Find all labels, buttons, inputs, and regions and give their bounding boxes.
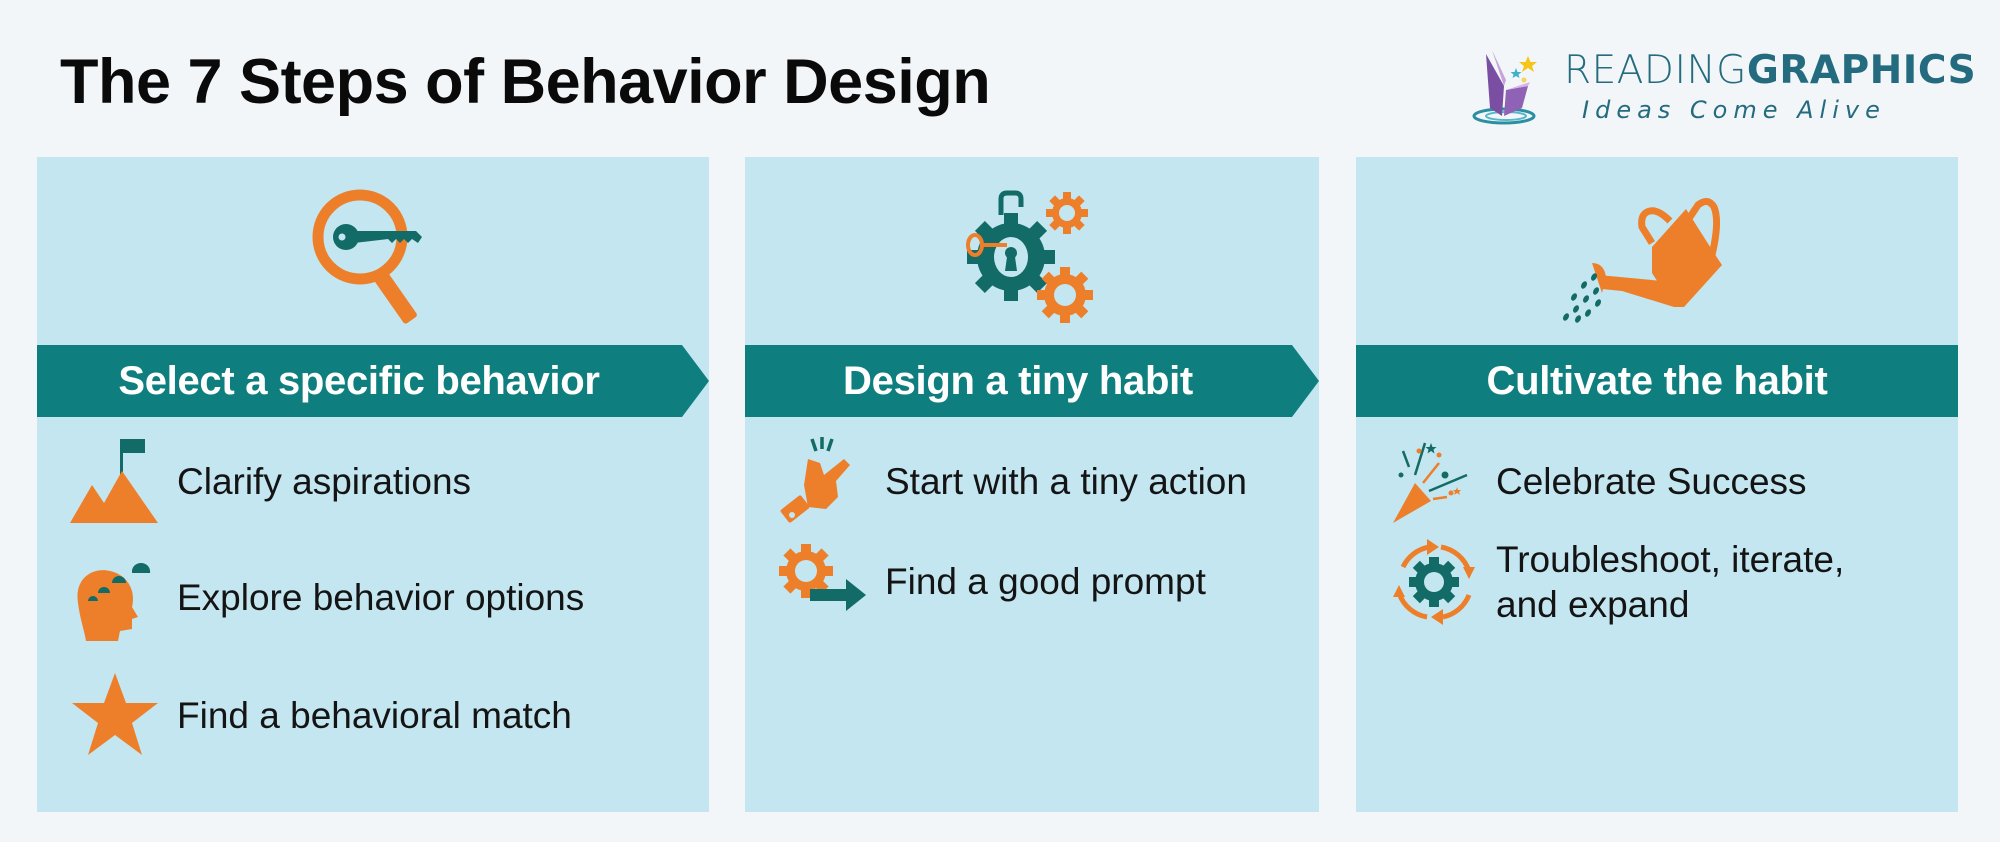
step-heading: Design a tiny habit bbox=[843, 358, 1193, 403]
step-banner: Cultivate the habit bbox=[1356, 345, 1958, 417]
watering-can-icon bbox=[1356, 185, 1958, 335]
brand-wordmark: READINGGRAPHICS bbox=[1564, 48, 1976, 93]
panel-design-habit: Design a tiny habit Start with a tiny ac… bbox=[745, 157, 1319, 812]
gear-arrow-icon bbox=[773, 537, 873, 627]
step-heading: Select a specific behavior bbox=[118, 358, 600, 403]
page-title: The 7 Steps of Behavior Design bbox=[60, 47, 991, 117]
open-book-stars-icon bbox=[1472, 46, 1542, 128]
finger-snap-icon bbox=[773, 437, 873, 527]
list-item: Explore behavior options bbox=[37, 553, 709, 643]
item-label: Find a behavioral match bbox=[177, 695, 572, 737]
brand-light: READING bbox=[1564, 48, 1747, 93]
step-banner: Design a tiny habit bbox=[745, 345, 1319, 417]
list-item: Troubleshoot, iterate,and expand bbox=[1356, 523, 1958, 641]
item-label: Find a good prompt bbox=[885, 561, 1206, 603]
panel-select-behavior: Select a specific behavior Clarify aspir… bbox=[37, 157, 709, 812]
list-item: Clarify aspirations bbox=[37, 437, 709, 527]
step-heading: Cultivate the habit bbox=[1486, 358, 1828, 403]
head-thought-clouds-icon bbox=[65, 553, 165, 643]
step-banner: Select a specific behavior bbox=[37, 345, 709, 417]
item-label-line-2: and expand bbox=[1496, 584, 1690, 625]
mountain-flag-icon bbox=[65, 437, 165, 527]
item-label: Explore behavior options bbox=[177, 577, 585, 619]
list-item: Start with a tiny action bbox=[745, 437, 1319, 527]
item-label: Clarify aspirations bbox=[177, 461, 472, 503]
item-label: Start with a tiny action bbox=[885, 461, 1247, 503]
brand-bold: GRAPHICS bbox=[1746, 48, 1977, 93]
item-label: Troubleshoot, iterate,and expand bbox=[1496, 537, 1844, 627]
gear-cycle-arrows-icon bbox=[1384, 537, 1484, 627]
item-label: Celebrate Success bbox=[1496, 461, 1807, 503]
brand-tagline: Ideas Come Alive bbox=[1582, 96, 1886, 124]
list-item: Find a behavioral match bbox=[37, 671, 709, 761]
panel-cultivate-habit: Cultivate the habit bbox=[1356, 157, 1958, 812]
star-icon bbox=[65, 671, 165, 761]
magnifier-key-icon bbox=[37, 185, 709, 335]
list-item: Celebrate Success bbox=[1356, 437, 1958, 527]
gears-lock-key-icon bbox=[745, 185, 1319, 335]
item-label-line-1: Troubleshoot, iterate, bbox=[1496, 538, 1845, 580]
brand-logo: READINGGRAPHICS Ideas Come Alive bbox=[1472, 46, 1976, 128]
list-item: Find a good prompt bbox=[745, 537, 1319, 627]
party-popper-icon bbox=[1384, 437, 1484, 527]
